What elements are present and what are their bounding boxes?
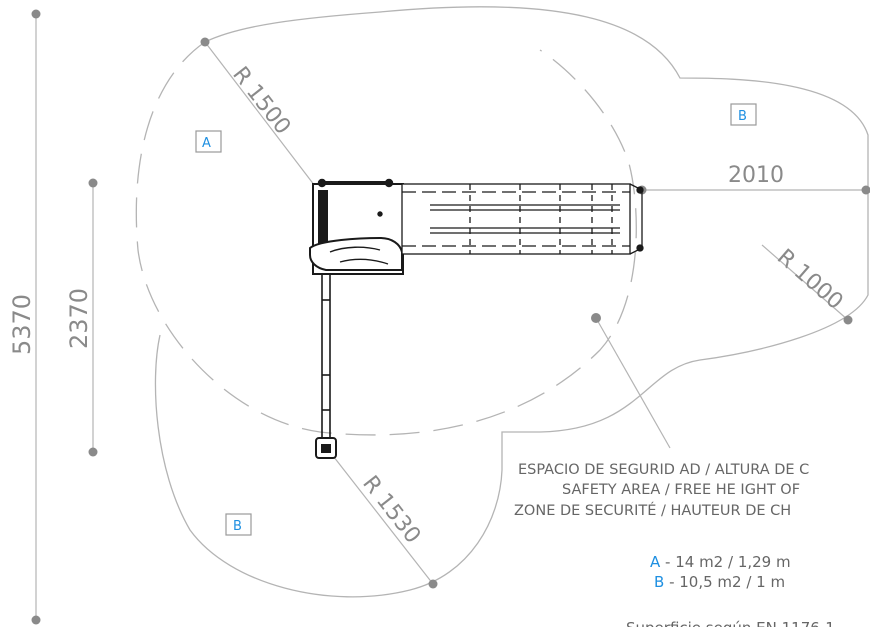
platform-tower	[309, 178, 404, 275]
radius-1000: R 1000	[761, 244, 853, 325]
radius-label-1000: R 1000	[772, 245, 847, 315]
slide	[401, 183, 644, 255]
equipment-drawing	[309, 178, 644, 459]
legend-a-text: - 14 m2 / 1,29 m	[660, 553, 790, 571]
legend-a-letter: A	[650, 553, 661, 571]
safety-area-a-outline	[135, 41, 637, 436]
legend-b: B - 10,5 m2 / 1 m	[654, 573, 785, 591]
legend-a: A - 14 m2 / 1,29 m	[650, 553, 791, 571]
support-arm	[315, 274, 337, 459]
note-line-1: ESPACIO DE SEGURID AD / ALTURA DE C	[518, 462, 809, 478]
zone-a-marker: A	[195, 130, 222, 153]
zone-b-letter-top: B	[738, 109, 747, 124]
note-line-3: ZONE DE SECURITÉ / HAUTEUR DE CH	[514, 502, 791, 519]
note-line-2: SAFETY AREA / FREE HE IGHT OF	[562, 482, 800, 498]
dimension-inner-height: 2370	[65, 178, 98, 457]
radius-1530: R 1530	[329, 451, 438, 589]
note-leader-line	[591, 313, 671, 449]
legend-b-letter: B	[654, 573, 664, 591]
zone-b-letter-bottom: B	[233, 519, 242, 534]
zone-b-marker-top: B	[730, 103, 757, 126]
radius-label-1500: R 1500	[227, 62, 295, 139]
note-footer: Superficie según EN 1176-1	[626, 619, 835, 627]
zone-b-marker-bottom: B	[225, 513, 252, 536]
safety-notes: ESPACIO DE SEGURID AD / ALTURA DE C SAFE…	[514, 462, 835, 627]
dimension-label-5370: 5370	[8, 294, 36, 355]
dimension-label-2370: 2370	[65, 288, 93, 349]
zone-a-letter: A	[202, 136, 211, 151]
dimension-label-2010: 2010	[728, 163, 784, 188]
radius-label-1530: R 1530	[357, 471, 425, 548]
safety-area-b-outline	[154, 6, 869, 598]
dimension-overall-height: 5370	[8, 9, 41, 625]
legend-b-text: - 10,5 m2 / 1 m	[664, 573, 785, 591]
dimension-width-2010: 2010	[637, 163, 870, 195]
radius-1500: R 1500	[200, 37, 319, 191]
